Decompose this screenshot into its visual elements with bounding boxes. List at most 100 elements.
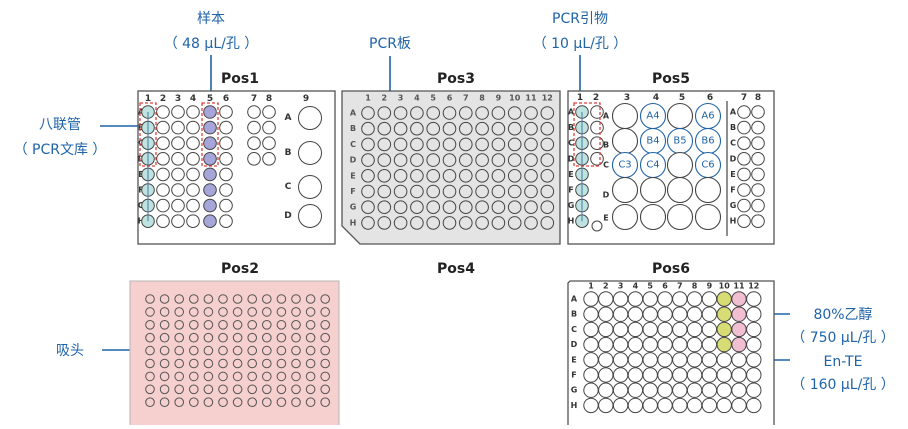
pos2-tip (203, 384, 214, 395)
pos2-tip (262, 332, 272, 343)
pos2-tip (218, 294, 228, 304)
pos6-well (716, 397, 732, 414)
pos3-well (361, 137, 375, 152)
pos5-large-well (611, 203, 639, 231)
pos2-tip (232, 345, 243, 356)
sample-volume-label: （ 48 µL/孔 ） (164, 36, 259, 52)
pos2-tip (189, 384, 199, 395)
pos1-well (156, 105, 170, 119)
pos6-well (672, 336, 688, 353)
pos6-row-letter: A (571, 295, 578, 304)
pos3-well (475, 216, 489, 230)
pos3-well (507, 106, 522, 120)
pos3-well (410, 153, 424, 167)
pos1-large-tube-letter: D (284, 211, 291, 221)
pos6-well (716, 291, 732, 307)
pos5-well-label: B5 (673, 136, 686, 147)
pos3-col-header: 11 (525, 94, 537, 103)
pos6-well (746, 306, 762, 322)
pos6-well (627, 382, 644, 398)
pos5-col-header: 2 (593, 93, 599, 103)
pos1-well (219, 198, 233, 213)
pos5-right-row-letter: B (730, 123, 736, 132)
pos2-tip (232, 332, 243, 343)
pos6-well (731, 291, 747, 307)
pos6-well (686, 367, 703, 383)
pos5-well (591, 220, 603, 232)
pos1-col-header: 1 (145, 94, 151, 104)
pos3-col-header: 3 (398, 94, 404, 103)
pos6-well (598, 336, 614, 353)
pos2-tip (159, 371, 170, 382)
pos3-row-letter: D (350, 156, 357, 165)
pos1-well (247, 120, 261, 135)
pos5-well (737, 198, 751, 213)
pos3-well (475, 106, 489, 120)
pos5-right-row-letter: C (730, 139, 736, 148)
pos1-well (156, 183, 170, 197)
pos1-well (156, 120, 170, 135)
pos2-tip (218, 320, 228, 330)
pos1-col-header: 4 (190, 94, 196, 104)
pos6-col-header: 8 (692, 282, 698, 291)
pos3-well (393, 137, 408, 152)
pos6-well (657, 382, 673, 398)
pos5-large-well (694, 203, 722, 231)
pos2-tip (232, 397, 243, 408)
pos5-large-well (639, 203, 667, 231)
pos2-tip (203, 397, 214, 408)
pos1-well (171, 136, 185, 150)
pos2-tip (189, 320, 199, 330)
pos6-col-header: 2 (603, 282, 609, 291)
pos6-well (672, 306, 688, 322)
pos6-well (598, 382, 614, 398)
sample-label: 样本 (197, 11, 225, 27)
pos3-well (361, 184, 375, 199)
pos1-well (203, 214, 217, 228)
pos2-tip (232, 307, 243, 317)
pos2-tip (159, 384, 170, 395)
pos5-well (751, 136, 765, 150)
pos1-well (186, 120, 200, 135)
pos6-well (642, 336, 658, 353)
pos5-well (751, 167, 765, 182)
pos5-row-letter: D (568, 154, 575, 163)
pos2-tip (174, 307, 184, 317)
pos2-tip (203, 345, 214, 356)
pos2-tip (305, 358, 316, 369)
pos3-col-header: 8 (479, 94, 485, 103)
pos3-well (524, 216, 538, 230)
pos2-tip (203, 332, 214, 343)
ethanol-label: 80%乙醇 (813, 306, 872, 323)
pos6-well (746, 352, 762, 368)
pos2-tip (174, 397, 184, 408)
pos3-well (377, 216, 392, 230)
pos5-well (590, 152, 604, 166)
pos6-well (731, 367, 747, 383)
pos6-well (686, 352, 703, 368)
pos3-well (426, 153, 441, 167)
pos6-well (642, 397, 658, 414)
pos2-tip (276, 345, 287, 356)
pos2-tip (145, 345, 155, 356)
pos6-well (731, 397, 747, 414)
pos6-well (716, 321, 732, 338)
pos3-row-letter: C (350, 140, 356, 149)
pos3-well (361, 121, 375, 136)
pos6-well (716, 336, 732, 353)
pos1-well (186, 183, 200, 197)
pos2-tip (145, 332, 155, 343)
pos5-side-letter: E (603, 214, 608, 223)
pos6-well (701, 306, 718, 322)
pos2-tip (232, 294, 243, 304)
pos5-right-row-letter: F (730, 186, 735, 195)
pcr-plate-label: PCR板 (369, 36, 411, 52)
pos6-well (657, 306, 673, 322)
pos2-tip (262, 358, 272, 369)
pos3-well (377, 121, 392, 136)
pos2-tip (203, 358, 214, 369)
pos2-tips (145, 294, 331, 408)
pos1-row-letter: F (138, 186, 143, 195)
pos2-tip (291, 332, 301, 343)
pos1-well (186, 152, 200, 166)
